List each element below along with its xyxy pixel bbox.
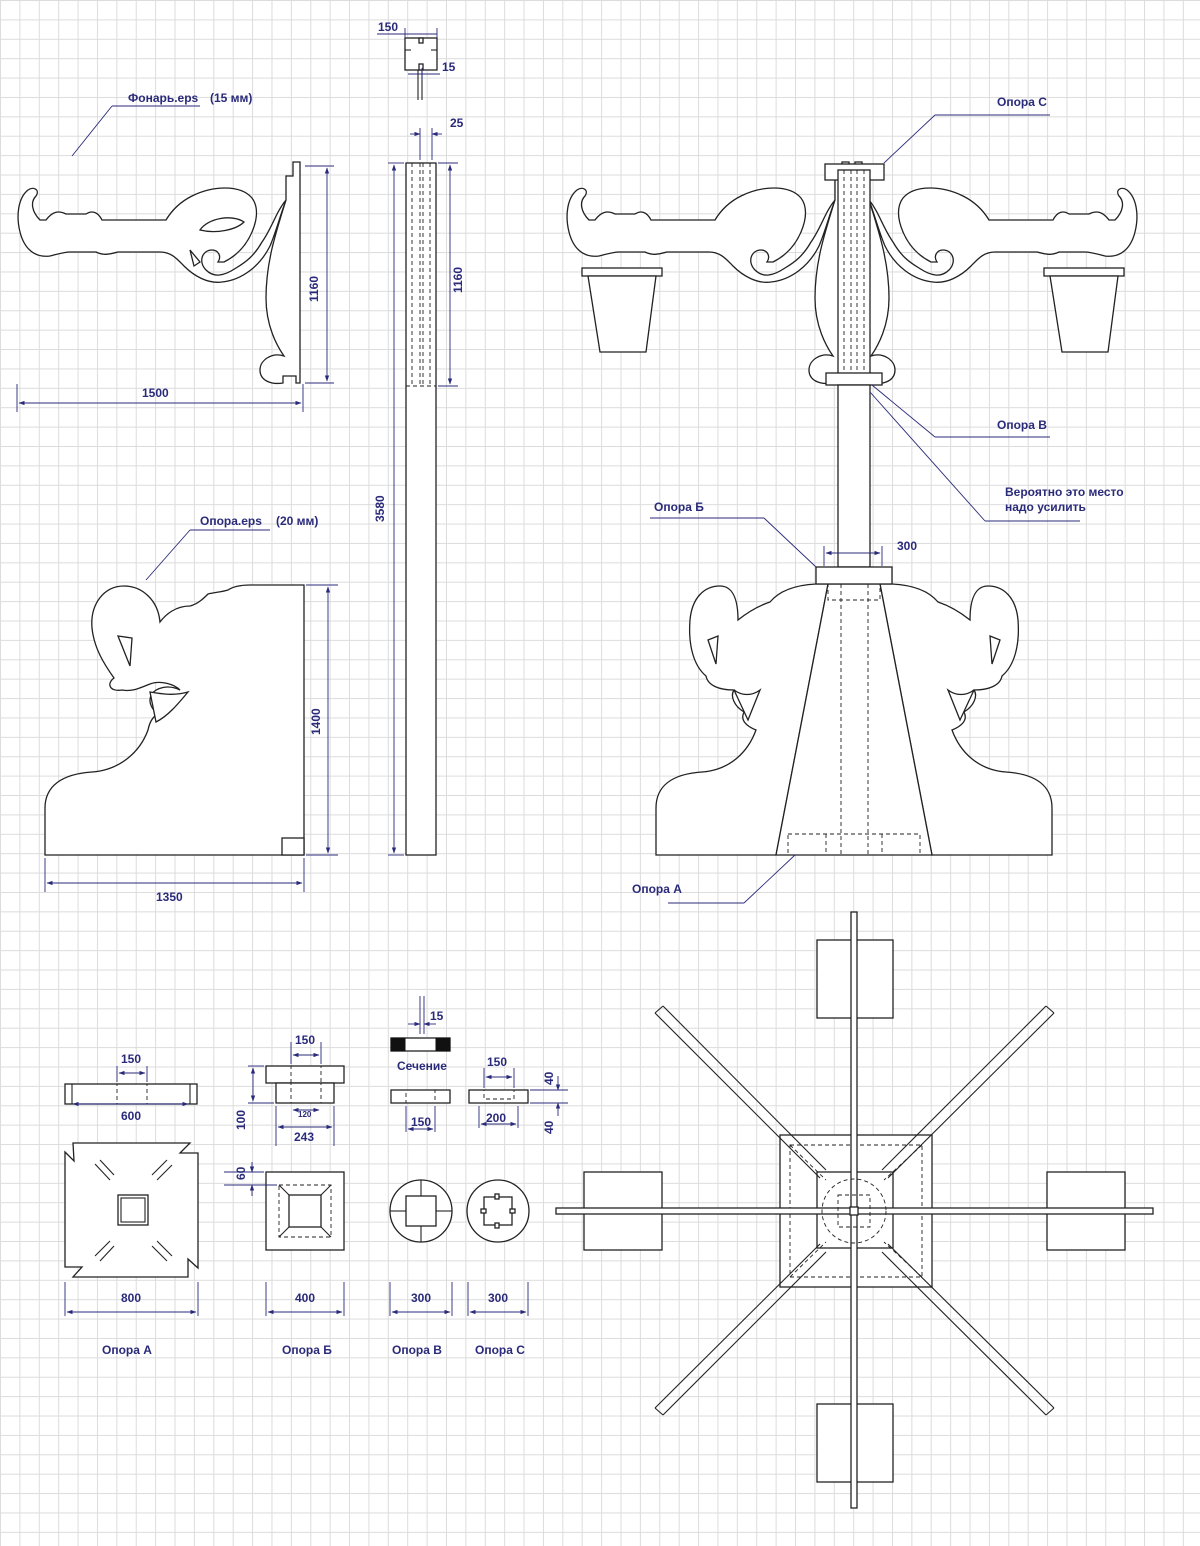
lantern-width-label: 1500 bbox=[142, 386, 169, 400]
callout-opora-b: Опора Б bbox=[654, 500, 704, 514]
assembly-elevation: Опора С Опора В Вероятно это место надо … bbox=[566, 95, 1138, 904]
support-height-label: 1400 bbox=[309, 708, 323, 735]
pole-top-height-label: 1160 bbox=[451, 267, 465, 293]
lantern-height-label: 1160 bbox=[307, 276, 321, 302]
caption-opora-v: Опора В bbox=[392, 1343, 442, 1357]
opora-b-width-label: 243 bbox=[294, 1130, 314, 1144]
callout-opora-c: Опора С bbox=[997, 95, 1047, 109]
opora-a-detail: 150 600 800 Опора А bbox=[64, 1052, 199, 1357]
assembly-lantern-left bbox=[581, 267, 663, 353]
assembly-plate-v bbox=[825, 372, 883, 386]
opora-v-slot-label: 15 bbox=[430, 1009, 444, 1023]
pole-cap-detail: 150 15 bbox=[377, 20, 456, 100]
opora-b-detail: 150 100 120 243 60 400 Опора Б bbox=[224, 1033, 345, 1357]
pole-height-label: 3580 bbox=[373, 495, 387, 522]
opora-c-thickness-bottom: 40 bbox=[542, 1120, 556, 1134]
assembly-base-left bbox=[655, 583, 829, 856]
caption-opora-c: Опора С bbox=[475, 1343, 525, 1357]
cap-width-label: 150 bbox=[378, 20, 398, 34]
support-part: Опора.eps (20 мм) 1400 1350 bbox=[44, 514, 338, 904]
neck-width-label: 300 bbox=[897, 539, 917, 553]
opora-v-hole-label: 150 bbox=[411, 1115, 431, 1129]
pole-slot-label: 25 bbox=[450, 116, 464, 130]
opora-c-hole-label: 150 bbox=[487, 1055, 507, 1069]
support-file-name: Опора.eps bbox=[200, 514, 262, 528]
opora-v-detail: 15 Сечение 150 300 Опора В bbox=[389, 996, 453, 1357]
opora-a-top-label: 600 bbox=[121, 1109, 141, 1123]
caption-opora-b: Опора Б bbox=[282, 1343, 332, 1357]
opora-c-side-label: 300 bbox=[488, 1291, 508, 1305]
lantern-file-name: Фонарь.eps bbox=[128, 91, 199, 105]
opora-b-hole-label: 150 bbox=[295, 1033, 315, 1047]
callout-opora-v: Опора В bbox=[997, 418, 1047, 432]
assembly-base-right bbox=[879, 583, 1053, 856]
callout-opora-a: Опора А bbox=[632, 882, 682, 896]
opora-c-detail: 150 200 40 40 300 Опора С bbox=[466, 1055, 568, 1357]
opora-a-hole-label: 150 bbox=[121, 1052, 141, 1066]
opora-v-side-label: 300 bbox=[411, 1291, 431, 1305]
lantern-bracket-part: Фонарь.eps (15 мм) 1160 1500 bbox=[16, 91, 334, 412]
opora-a-side-label: 800 bbox=[121, 1291, 141, 1305]
opora-b-step-label: 60 bbox=[234, 1166, 248, 1180]
assembly-pole-lower bbox=[837, 384, 871, 568]
lantern-bracket-shape bbox=[17, 161, 301, 385]
section-label: Сечение bbox=[397, 1059, 447, 1073]
opora-c-width-label: 200 bbox=[486, 1111, 506, 1125]
support-width-label: 1350 bbox=[156, 890, 183, 904]
assembly-lantern-right bbox=[1043, 267, 1125, 353]
lantern-thickness: (15 мм) bbox=[210, 91, 252, 105]
opora-c-thickness-top: 40 bbox=[542, 1071, 556, 1085]
caption-opora-a: Опора А bbox=[102, 1343, 152, 1357]
assembly-block-b bbox=[815, 566, 893, 585]
assembly-plan-view bbox=[555, 911, 1154, 1509]
callout-note-line1: Вероятно это место bbox=[1005, 485, 1124, 499]
callout-note-line2: надо усилить bbox=[1005, 500, 1086, 514]
support-shape bbox=[44, 584, 305, 856]
support-thickness: (20 мм) bbox=[276, 514, 318, 528]
opora-b-inner-label: 120 bbox=[298, 1110, 312, 1119]
cap-slot-label: 15 bbox=[442, 60, 456, 74]
pole-body bbox=[405, 162, 437, 856]
pole-part: 25 1160 3580 bbox=[373, 116, 465, 856]
opora-b-height-label: 100 bbox=[234, 1110, 248, 1130]
opora-b-side-label: 400 bbox=[295, 1291, 315, 1305]
